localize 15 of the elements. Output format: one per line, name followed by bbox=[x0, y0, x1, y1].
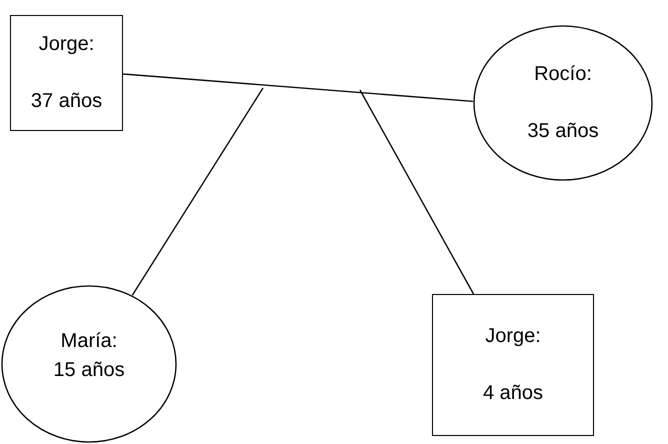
name-label: Jorge: bbox=[38, 33, 94, 56]
person-box bbox=[10, 15, 123, 131]
couple-line bbox=[122, 73, 474, 102]
age-label: 37 años bbox=[30, 90, 102, 113]
name-label: María: bbox=[60, 330, 118, 353]
age-label: 15 años bbox=[53, 359, 125, 382]
descent-line bbox=[132, 88, 264, 296]
descent-line bbox=[359, 90, 474, 294]
name-label: Jorge: bbox=[485, 325, 541, 348]
name-label: Rocío: bbox=[534, 63, 592, 86]
age-label: 4 años bbox=[482, 382, 544, 405]
person-circle bbox=[1, 285, 177, 443]
person-circle bbox=[473, 25, 653, 181]
age-label: 35 años bbox=[527, 120, 599, 143]
person-box bbox=[432, 294, 594, 436]
